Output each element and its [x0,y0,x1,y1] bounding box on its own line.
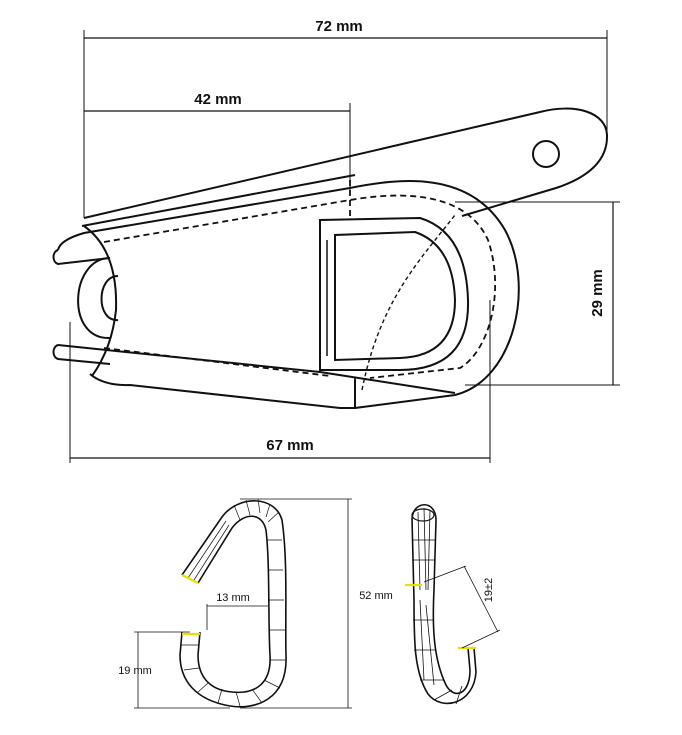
ext-offset-top [423,565,467,583]
hook-front-outer [179,500,287,708]
dim-label-hook-offset: 19±2 [483,578,495,602]
body-window-inner [334,230,457,362]
body-bottom [89,373,356,409]
dim-label-body-length: 67 mm [266,437,314,454]
arm-eye-hole [532,140,560,168]
ext-offset-bottom [461,629,501,649]
dim-line-offset [463,565,499,633]
inner-loop-inner [100,275,119,322]
hook-side-mesh [412,507,463,705]
dim-label-hook-bottom: 19 mm [118,665,152,677]
hook-front-end-top [181,574,199,584]
hook-side-view: 19±2 [405,503,501,705]
hidden-line-verticals [349,180,356,408]
dim-label-sleeve-length: 42 mm [194,91,242,108]
clamp-arm [83,107,609,219]
hook-side-outer-2 [411,517,477,705]
hook-side-top-cap [411,508,435,522]
clamp-arm-lower-edge [81,174,356,227]
hook-side-outer [411,503,471,695]
cable-rod-top [52,249,111,266]
body-outer [57,180,520,409]
body-window-outer [319,216,470,371]
cable-rod-bottom [52,344,111,365]
hook-front-view: 52 mm 13 mm 19 mm [118,498,393,709]
hidden-line-diagonal [361,214,456,391]
hook-front-inner [197,515,271,694]
inner-loop-outer [77,257,111,340]
dim-label-height: 29 mm [589,269,606,317]
dim-label-hook-height: 52 mm [359,590,393,602]
hook-front-mesh [181,498,286,707]
dim-label-hook-gap: 13 mm [216,592,250,604]
dim-label-overall-length: 72 mm [315,18,363,35]
body-left-edge [83,225,118,377]
hidden-line-top [103,194,496,379]
clamp-assembly: 72 mm 42 mm 29 mm 67 mm [52,18,620,463]
hidden-line-bottom [103,347,331,377]
